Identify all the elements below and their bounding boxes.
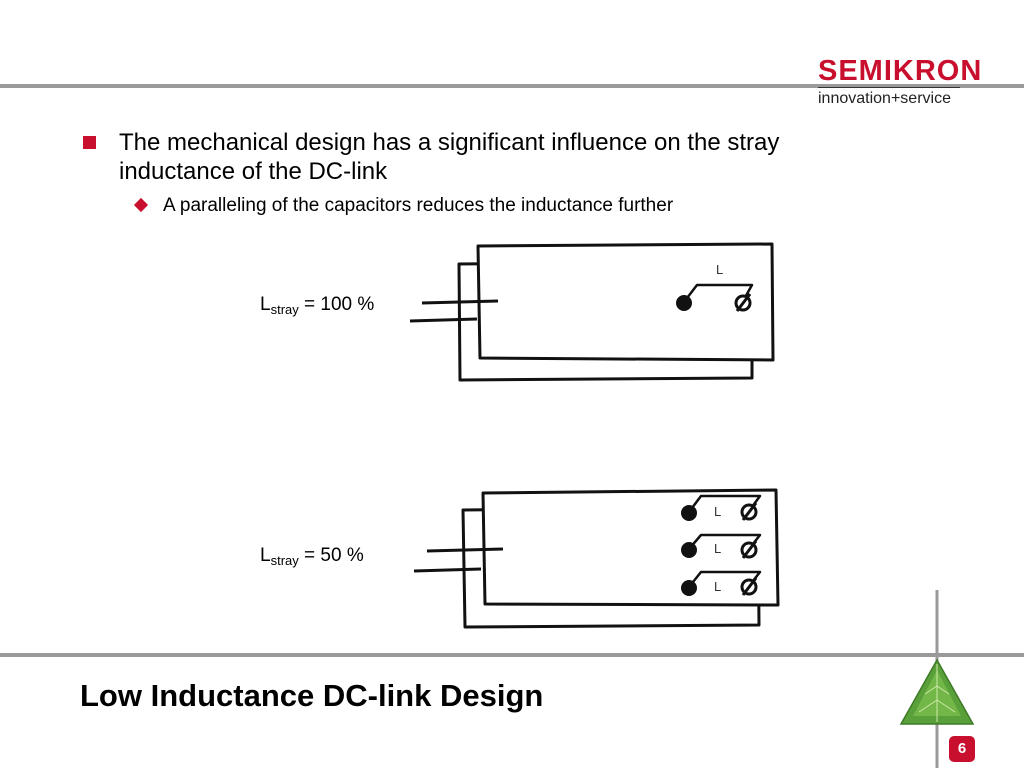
square-bullet-icon [83,136,96,149]
semikron-logo: SEMIKRON innovation+service [818,55,983,108]
bottom-rule [0,653,1024,657]
bottom-front-plate [481,488,780,607]
bullet-level2: A paralleling of the capacitors reduces … [133,195,674,217]
tree-icon [899,590,975,768]
bottom-inductor-label-1: L [714,504,721,519]
bottom-terminal-upper [426,547,504,553]
top-lstray-subscript: stray [270,302,299,317]
bottom-inductor-label-3: L [714,579,721,594]
top-terminal-upper [421,299,499,305]
page-number-badge: 6 [949,736,975,762]
bullet-level1-text: The mechanical design has a significant … [119,129,780,185]
bottom-lstray-subscript: stray [270,553,299,568]
top-terminal-lower [409,317,478,323]
bottom-lstray-value: = 50 % [304,545,364,566]
top-front-plate [476,242,775,362]
bottom-terminal-dot-2 [681,542,697,558]
bottom-terminal-lower [413,567,482,573]
logo-brand: SEMIKRON [818,55,983,87]
logo-tagline: innovation+service [818,87,960,108]
slide-title: Low Inductance DC-link Design [80,678,544,713]
top-inductor-lead [683,283,754,303]
bullet-level1: The mechanical design has a significant … [83,128,883,186]
bottom-terminal-dot-1 [681,505,697,521]
top-lstray-label: Lstray = 100 % [260,294,374,317]
top-lstray-symbol: L [260,294,271,315]
bottom-inductor-label-2: L [714,541,721,556]
bottom-lstray-symbol: L [260,545,271,566]
bullet-level2-text: A paralleling of the capacitors reduces … [163,195,674,216]
bottom-terminal-dot-3 [681,580,697,596]
top-lstray-value: = 100 % [304,294,375,315]
top-rule [0,84,1024,88]
bottom-lstray-label: Lstray = 50 % [260,545,364,568]
top-inductor-label: L [716,262,723,277]
top-terminal-dot [676,295,692,311]
